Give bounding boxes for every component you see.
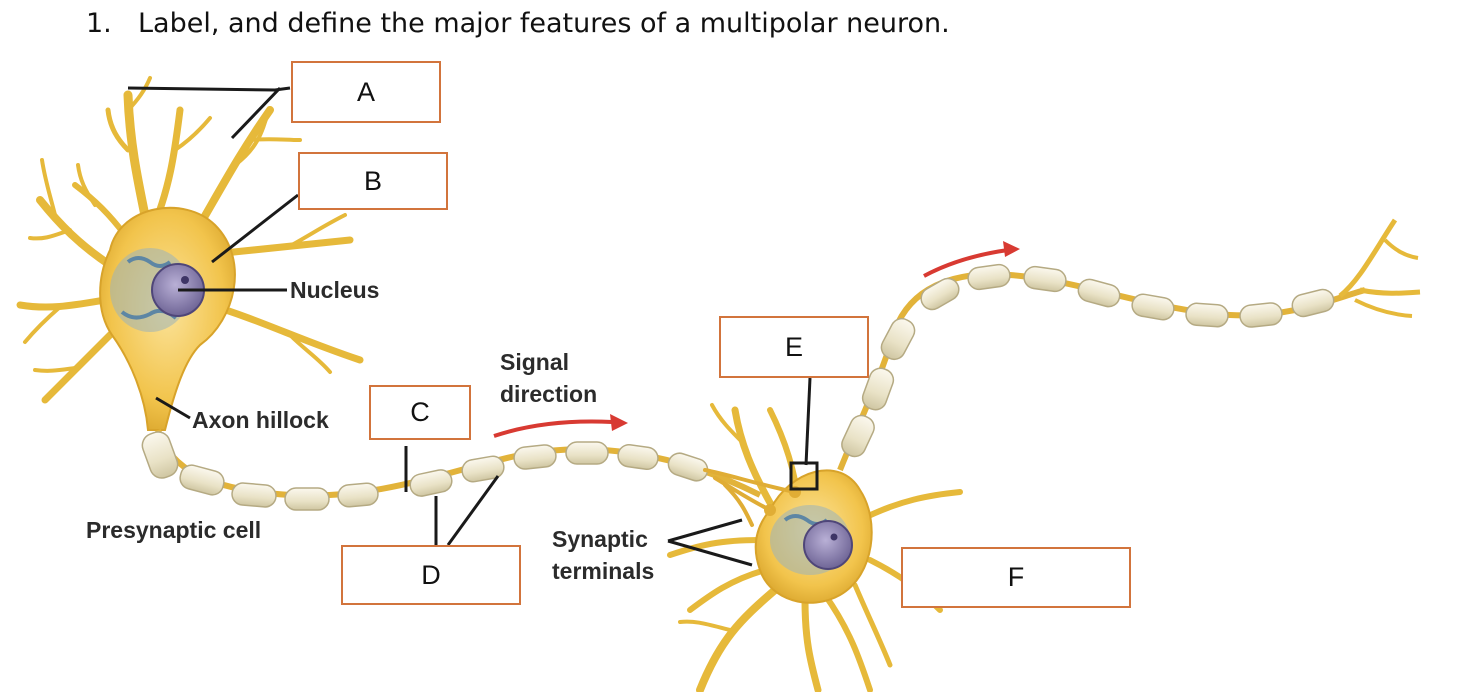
presynaptic-cell-label: Presynaptic cell bbox=[86, 517, 261, 543]
answer-box-a[interactable]: A bbox=[291, 61, 441, 123]
leader-synaptic-1 bbox=[667, 518, 743, 543]
postsynaptic-soma bbox=[754, 469, 873, 604]
leader-axon-hillock bbox=[155, 396, 191, 420]
signal-arrows bbox=[493, 241, 1020, 438]
answer-box-d[interactable]: D bbox=[341, 545, 521, 605]
leader-a-2 bbox=[230, 86, 282, 140]
presynaptic-soma bbox=[99, 206, 236, 431]
signal-direction-label-line1: Signal bbox=[500, 349, 569, 375]
leader-synaptic-2 bbox=[667, 539, 753, 567]
arrow-head-1 bbox=[610, 414, 628, 431]
postsynaptic-axon bbox=[837, 218, 1421, 472]
leader-d-2 bbox=[446, 475, 500, 546]
question-prompt: 1. Label, and define the major features o… bbox=[86, 8, 950, 39]
leader-e bbox=[804, 377, 812, 466]
signal-direction-label-line2: direction bbox=[500, 381, 597, 407]
nucleus-label: Nucleus bbox=[290, 277, 379, 303]
answer-box-f[interactable]: F bbox=[901, 547, 1131, 608]
leader-b bbox=[211, 193, 299, 264]
answer-box-b[interactable]: B bbox=[298, 152, 448, 210]
leader-a-1 bbox=[127, 86, 291, 92]
leader-lines bbox=[127, 86, 819, 567]
arrow-head-2 bbox=[1003, 241, 1020, 257]
presynaptic-axon bbox=[141, 429, 762, 511]
synapse-highlight-square bbox=[789, 461, 819, 491]
axon-hillock-label: Axon hillock bbox=[192, 407, 329, 433]
synaptic-terminals-label-line1: Synaptic bbox=[552, 526, 648, 552]
question-number: 1. bbox=[86, 8, 112, 39]
synaptic-terminals-label-line2: terminals bbox=[552, 558, 654, 584]
answer-box-e[interactable]: E bbox=[719, 316, 869, 378]
question-text: Label, and define the major features of … bbox=[138, 8, 950, 39]
answer-box-c[interactable]: C bbox=[369, 385, 471, 440]
